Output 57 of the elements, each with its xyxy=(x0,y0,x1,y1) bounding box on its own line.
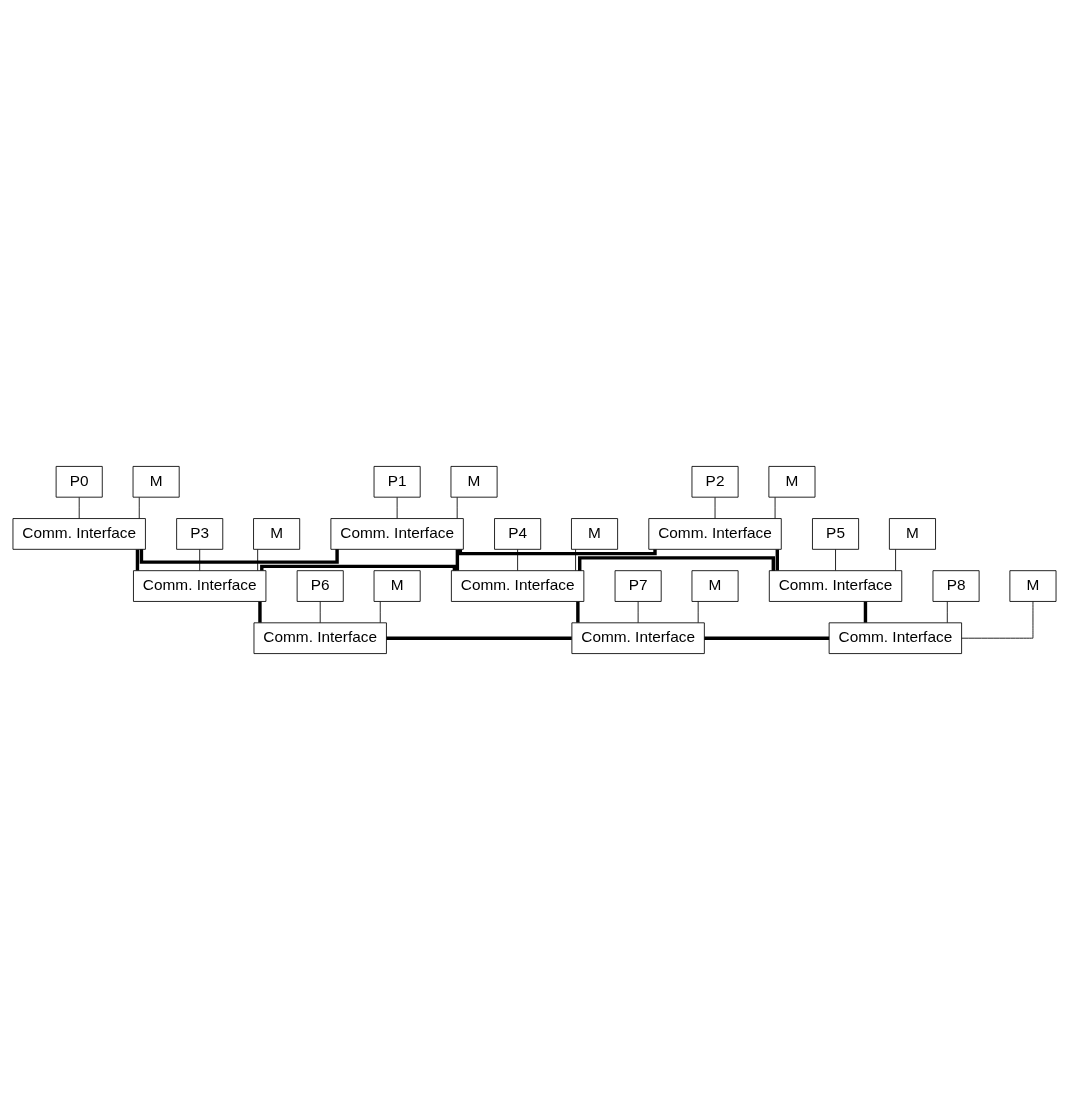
connector xyxy=(517,549,519,571)
connector xyxy=(946,601,948,623)
node-box: P6 xyxy=(296,570,344,602)
node-box: M xyxy=(450,466,498,498)
node-box: P8 xyxy=(932,570,980,602)
connector xyxy=(774,497,776,519)
node-box: Comm. Interface xyxy=(12,518,146,550)
node-box: M xyxy=(571,518,619,550)
node-box: P3 xyxy=(176,518,224,550)
node-box: Comm. Interface xyxy=(253,622,387,654)
connector xyxy=(697,601,699,623)
node-box: M xyxy=(768,466,816,498)
connector xyxy=(135,549,140,571)
connector xyxy=(139,549,339,564)
node-box: M xyxy=(373,570,421,602)
node-box: M xyxy=(253,518,301,550)
node-box: P7 xyxy=(614,570,662,602)
connector xyxy=(835,549,836,571)
connector xyxy=(257,549,259,571)
node-box: M xyxy=(1009,570,1057,602)
connector xyxy=(575,549,576,571)
node-box: Comm. Interface xyxy=(648,518,782,550)
node-box: Comm. Interface xyxy=(828,622,963,654)
node-box: M xyxy=(132,466,180,498)
connector xyxy=(458,549,657,556)
connector xyxy=(258,601,262,623)
connector xyxy=(961,601,1034,639)
connector xyxy=(863,601,868,623)
node-box: P4 xyxy=(494,518,542,550)
connector xyxy=(578,556,775,571)
connector xyxy=(199,549,201,571)
node-box: P2 xyxy=(691,466,739,498)
node-box: P5 xyxy=(812,518,860,550)
node-box: Comm. Interface xyxy=(133,570,267,602)
node-box: Comm. Interface xyxy=(571,622,705,654)
connector xyxy=(456,497,458,519)
connector xyxy=(386,636,572,640)
node-box: Comm. Interface xyxy=(450,570,585,602)
connector xyxy=(637,601,639,623)
connector xyxy=(714,497,716,519)
connector xyxy=(895,549,896,571)
node-box: P1 xyxy=(373,466,421,498)
connector xyxy=(775,549,779,571)
connector xyxy=(78,497,80,519)
connector xyxy=(576,601,580,623)
connector xyxy=(455,549,460,571)
connector xyxy=(379,601,381,623)
connector xyxy=(704,636,830,640)
connector xyxy=(396,497,398,519)
node-box: P0 xyxy=(55,466,103,498)
node-box: Comm. Interface xyxy=(768,570,903,602)
node-box: M xyxy=(691,570,739,602)
node-box: Comm. Interface xyxy=(330,518,464,550)
connector xyxy=(138,497,140,519)
node-box: M xyxy=(888,518,936,550)
connector xyxy=(260,564,457,571)
connector xyxy=(319,601,321,623)
